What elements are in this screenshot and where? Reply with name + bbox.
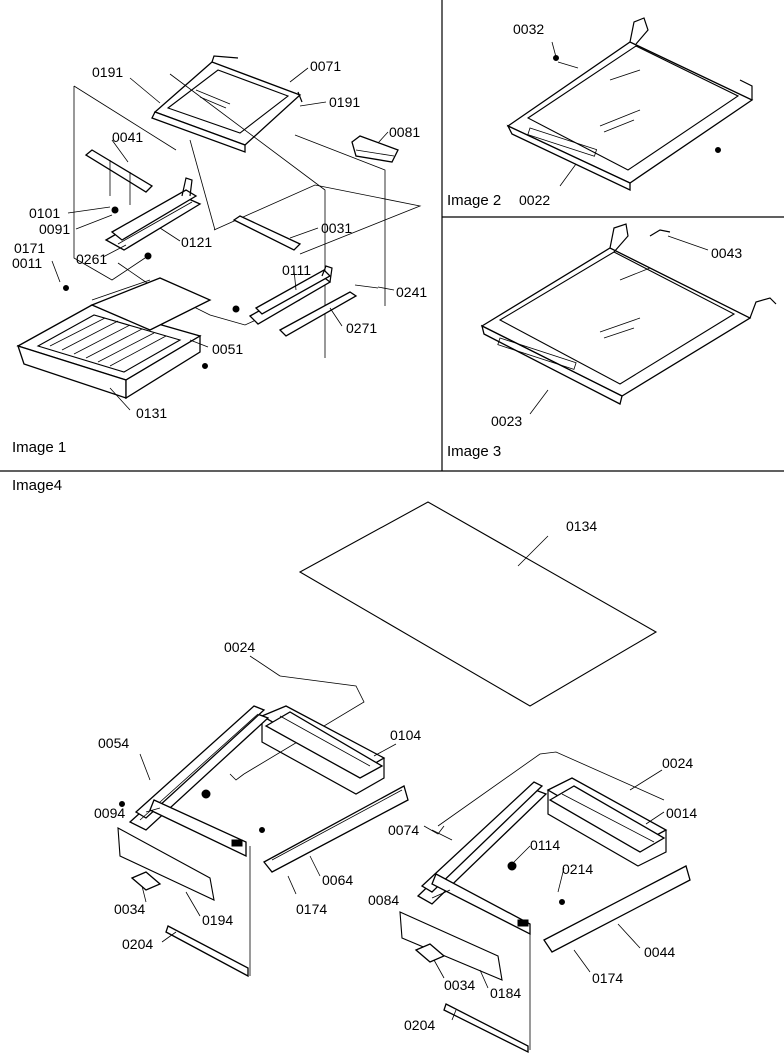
image4-leaders — [139, 655, 665, 1021]
callout-0094: 0094 — [94, 805, 125, 821]
callout-0074: 0074 — [388, 822, 419, 838]
callout-0051: 0051 — [212, 341, 243, 357]
panel-caption-image4: Image4 — [12, 477, 62, 494]
callout-0134: 0134 — [566, 518, 597, 534]
callout-0054: 0054 — [98, 735, 129, 751]
callout-0101: 0101 — [29, 205, 60, 221]
callout-0174a: 0174 — [296, 901, 327, 917]
callout-0034b: 0034 — [444, 977, 475, 993]
panel-caption-image1: Image 1 — [12, 439, 66, 456]
callout-0041: 0041 — [112, 129, 143, 145]
right-shelf-assembly — [399, 751, 691, 1054]
callout-0091: 0091 — [39, 221, 70, 237]
callout-0184: 0184 — [490, 985, 521, 1001]
callout-0024a: 0024 — [224, 639, 255, 655]
rail-0271 — [278, 284, 379, 337]
callout-0064: 0064 — [322, 872, 353, 888]
callout-0031: 0031 — [321, 220, 352, 236]
image1-leaders — [51, 67, 395, 411]
rail-0081 — [351, 135, 399, 163]
image2-drawing — [506, 17, 754, 192]
callout-0071: 0071 — [310, 58, 341, 74]
callout-0044: 0044 — [644, 944, 675, 960]
drawer-0131 — [16, 277, 212, 400]
callout-0121: 0121 — [181, 234, 212, 250]
image1-drawing — [16, 55, 422, 411]
panel-caption-image3: Image 3 — [447, 443, 501, 460]
callout-0214: 0214 — [562, 861, 593, 877]
callout-0194: 0194 — [202, 912, 233, 928]
rail-0111 — [232, 265, 333, 325]
callout-0171: 0171 — [14, 240, 45, 256]
bracket-0041 — [84, 149, 154, 205]
callout-labels: 0191 0071 0191 0041 0081 0101 0091 0261 … — [12, 21, 742, 1033]
callout-0011: 0011 — [12, 255, 42, 271]
callout-0081: 0081 — [389, 124, 420, 140]
image4-drawing — [117, 501, 691, 1054]
callout-0174b: 0174 — [592, 970, 623, 986]
callout-0024b: 0024 — [662, 755, 693, 771]
callout-0114: 0114 — [530, 837, 560, 853]
panel-dividers — [0, 0, 784, 472]
shelf-0071 — [151, 55, 303, 153]
rail-0121 — [104, 177, 202, 260]
callout-0241: 0241 — [396, 284, 427, 300]
callout-0204a: 0204 — [122, 936, 153, 952]
callout-0023: 0023 — [491, 413, 522, 429]
callout-0014: 0014 — [666, 805, 697, 821]
callout-0131: 0131 — [136, 405, 167, 421]
callout-0111: 0111 — [282, 262, 311, 278]
callout-0084: 0084 — [368, 892, 399, 908]
glass-panel-0134 — [298, 501, 658, 707]
callout-0191b: 0191 — [329, 94, 360, 110]
image3-drawing — [480, 223, 777, 415]
callout-0032: 0032 — [513, 21, 544, 37]
left-shelf-assembly — [117, 675, 409, 978]
callout-0022: 0022 — [519, 192, 550, 208]
callout-0204b: 0204 — [404, 1017, 435, 1033]
callout-0043: 0043 — [711, 245, 742, 261]
panel-caption-image2: Image 2 — [447, 192, 501, 209]
callout-0261: 0261 — [76, 251, 107, 267]
callout-0104: 0104 — [390, 727, 421, 743]
callout-0271: 0271 — [346, 320, 377, 336]
callout-0191a: 0191 — [92, 64, 123, 80]
callout-0034a: 0034 — [114, 901, 145, 917]
rail-0031 — [232, 215, 302, 251]
